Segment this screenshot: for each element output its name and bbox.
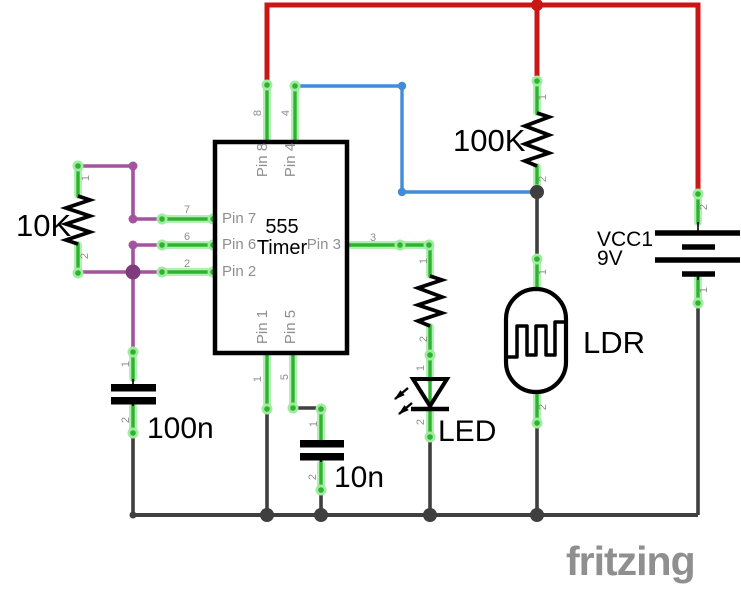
pin-number-label: 2 xyxy=(415,418,427,426)
led-symbol[interactable] xyxy=(394,377,451,415)
ic-pin4-label: Pin 4 xyxy=(282,142,299,178)
ldr-symbol[interactable] xyxy=(503,286,569,395)
label-100n[interactable]: 100n xyxy=(147,412,214,445)
ic-555-body[interactable] xyxy=(212,139,350,356)
pin-number-label: 1 xyxy=(308,420,320,428)
pin-number-label: 1 xyxy=(537,268,549,276)
red-power-wire[interactable] xyxy=(264,2,701,191)
ic-pin5-label: Pin 5 xyxy=(282,309,299,345)
pin-number-label: 1 xyxy=(418,257,430,265)
dark-wires[interactable] xyxy=(131,192,700,515)
ic-pin3-label: Pin 3 xyxy=(306,236,341,253)
ic-pin7-label: Pin 7 xyxy=(222,210,257,227)
pin-number-label: 1 xyxy=(80,174,92,182)
pin-number-label: 2 xyxy=(698,203,710,211)
capacitor-100n-symbol[interactable] xyxy=(111,379,156,406)
pin-number-label: 8 xyxy=(252,109,264,117)
pin-number-label: 2 xyxy=(183,258,191,270)
ic-pin8-label: Pin 8 xyxy=(254,142,271,178)
resistor-led-symbol[interactable] xyxy=(411,274,449,328)
ic-pin1-label: Pin 1 xyxy=(254,309,271,345)
ic-pin6-label: Pin 6 xyxy=(222,236,257,253)
pin-number-label: 1 xyxy=(120,360,132,368)
label-led[interactable]: LED xyxy=(438,415,497,448)
ic-pin2-label: Pin 2 xyxy=(222,263,257,280)
pin-number-label: 2 xyxy=(307,473,319,481)
ic-title-line1: 555 xyxy=(265,216,299,238)
green-wires[interactable] xyxy=(76,78,700,493)
resistor-10k-symbol[interactable] xyxy=(59,194,97,246)
label-vcc-value[interactable]: 9V xyxy=(597,247,623,270)
ic-title-line2: Timer xyxy=(256,237,308,259)
pin-number-label: 2 xyxy=(537,175,549,183)
pin-number-label: 7 xyxy=(183,204,191,216)
pin-number-label: 4 xyxy=(280,109,292,117)
label-100k[interactable]: 100K xyxy=(453,123,526,158)
pin-number-label: 1 xyxy=(252,375,264,383)
purple-wires[interactable] xyxy=(78,164,162,352)
label-vcc-name[interactable]: VCC1 xyxy=(597,228,654,251)
pin-number-label: 5 xyxy=(279,373,291,381)
pin-number-label: 1 xyxy=(415,364,427,372)
pin-number-label: 1 xyxy=(537,93,549,101)
label-10n[interactable]: 10n xyxy=(334,461,385,494)
junction-dots xyxy=(125,0,544,522)
pin-number-label: 2 xyxy=(537,403,549,411)
label-10k[interactable]: 10K xyxy=(16,208,72,243)
blue-wire[interactable] xyxy=(295,84,534,194)
label-ldr[interactable]: LDR xyxy=(583,325,646,360)
pin-number-label: 2 xyxy=(418,335,430,343)
resistor-100k-symbol[interactable] xyxy=(519,111,555,168)
battery-symbol[interactable] xyxy=(655,222,740,280)
capacitor-10n-symbol[interactable] xyxy=(300,440,344,462)
pin-number-label: 3 xyxy=(369,232,377,244)
pin-number-label: 2 xyxy=(79,252,91,260)
pin-number-label: 1 xyxy=(698,286,710,294)
pin-number-label: 6 xyxy=(183,231,191,243)
fritzing-watermark: fritzing xyxy=(566,538,696,584)
pin-number-label: 2 xyxy=(120,416,132,424)
